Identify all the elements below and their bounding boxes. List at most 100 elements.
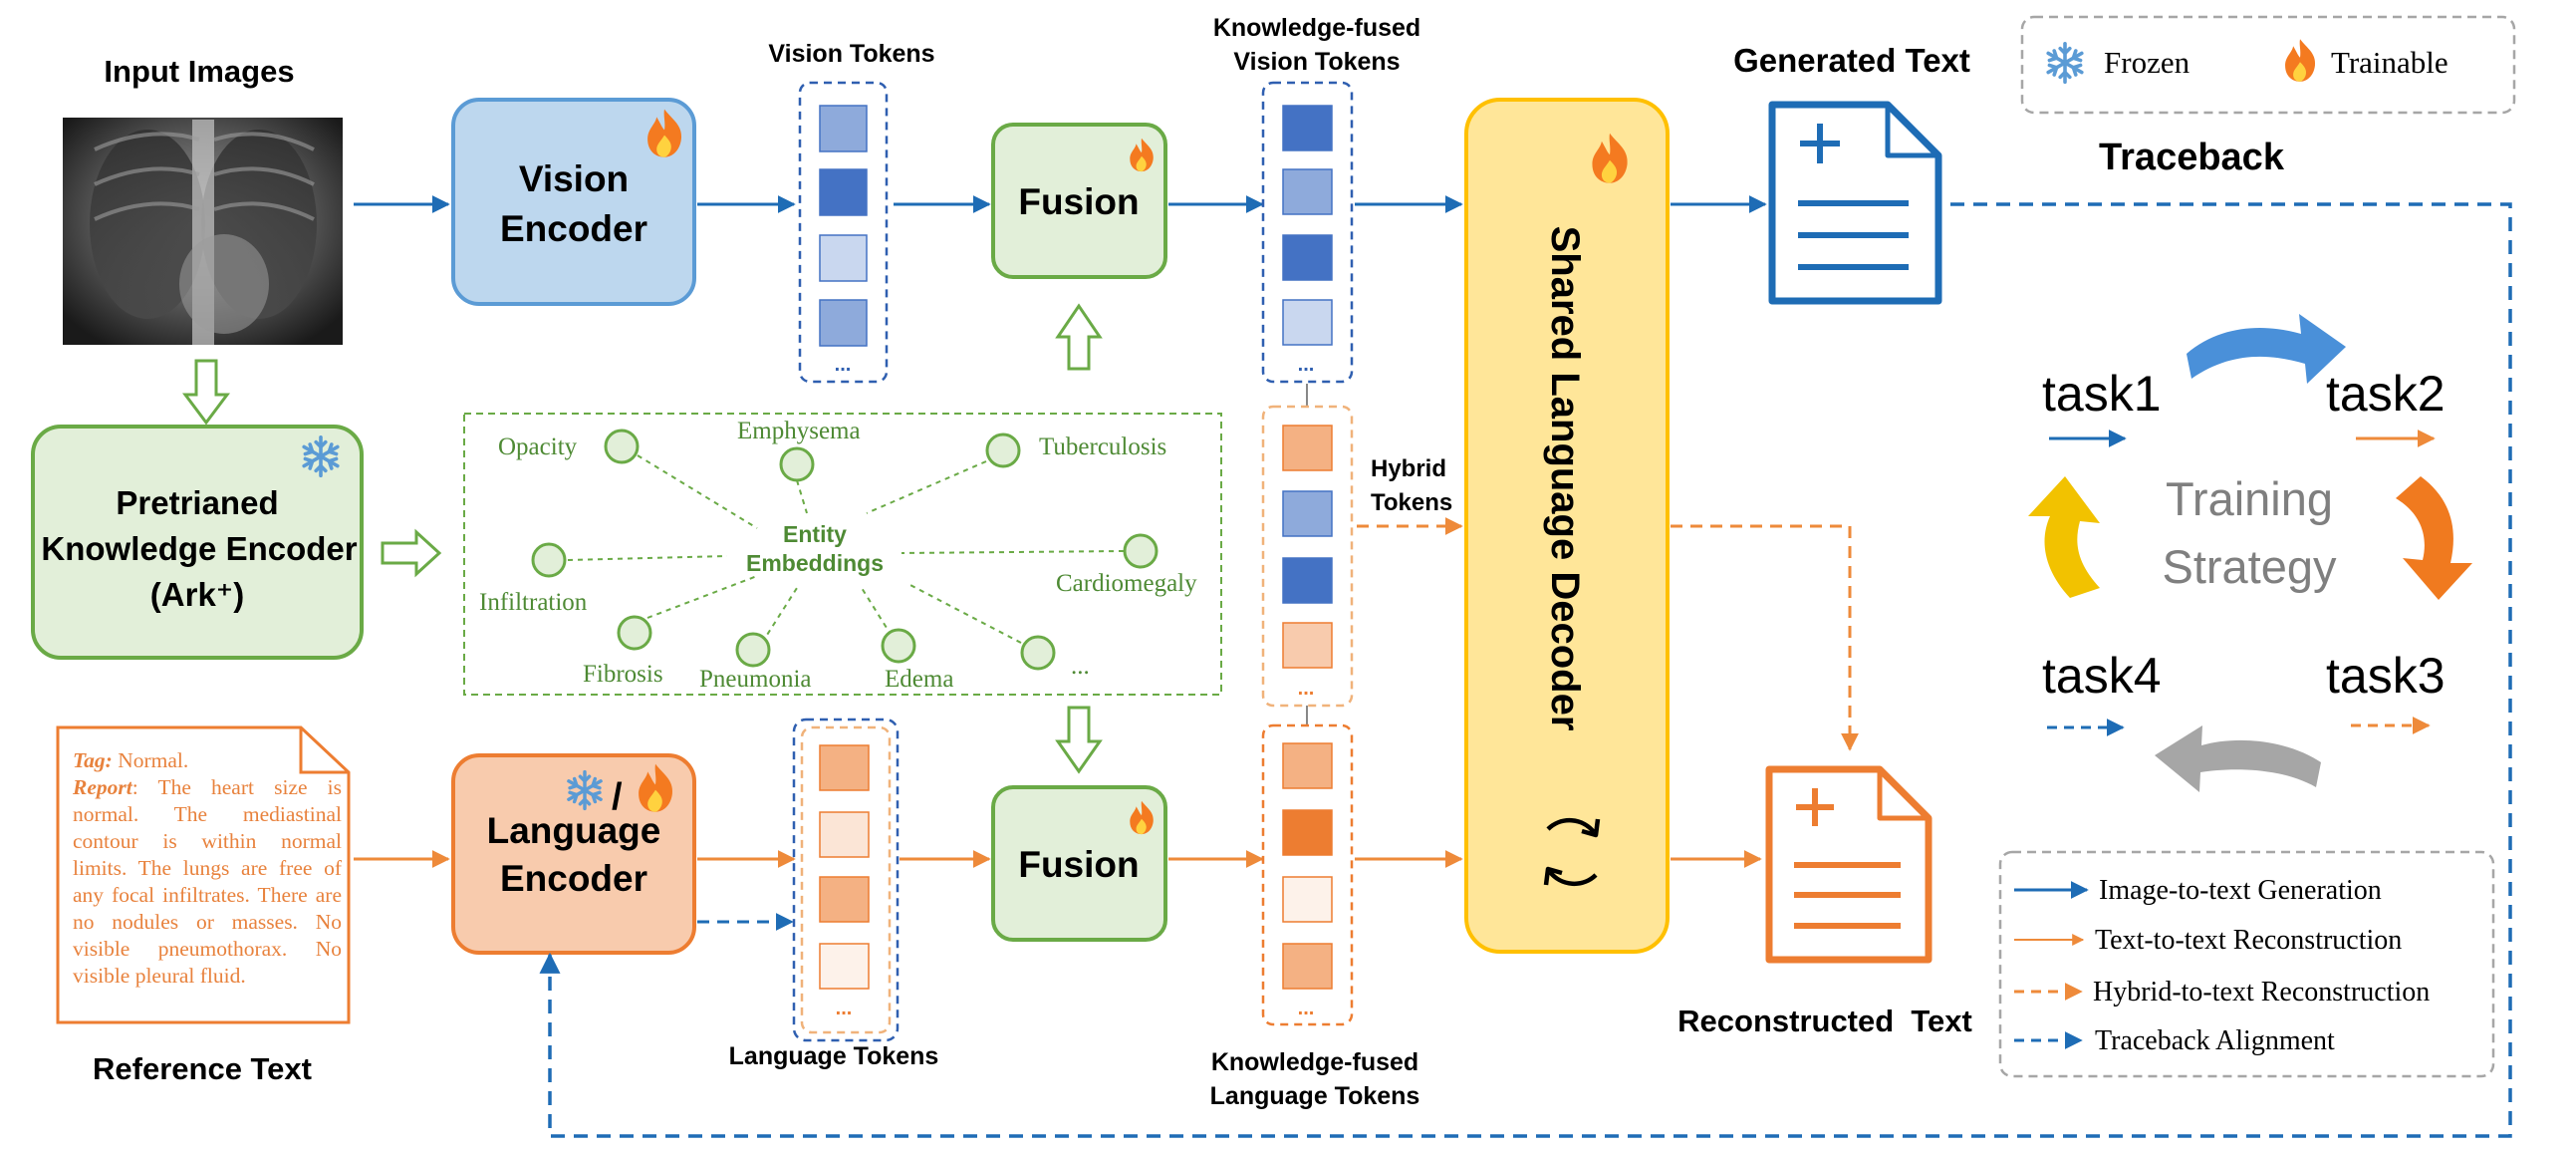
entity-more: ... [1071,653,1090,680]
token [1282,876,1333,923]
generated-document-icon [1768,101,1942,305]
task2-label: task2 [2326,366,2446,422]
knowledge-encoder-label-line1: Pretrianed [116,484,278,521]
token [819,105,868,152]
token [819,943,870,990]
token [1282,490,1333,537]
traceback-loop-path [539,202,2512,1138]
hybrid-tokens-column: ... [1261,405,1354,708]
kf-language-tokens-label-line1: Knowledge-fused [1211,1048,1418,1076]
cycle-arrow-icon [2187,314,2346,384]
entity-cardiomegaly: Cardiomegaly [1056,570,1197,597]
legend-hybrid-label: Hybrid-to-text Reconstruction [2093,977,2430,1008]
reference-text-label: Reference Text [93,1051,312,1086]
shared-decoder-box: Shared Language Decoder [1464,98,1670,954]
flow-legend: Image-to-text Generation Text-to-text Re… [1998,850,2495,1078]
language-encoder-label-line2: Encoder [500,858,647,899]
ellipsis: ... [1298,998,1315,1019]
language-tokens-label: Language Tokens [729,1042,939,1070]
kf-language-tokens-label-line2: Language Tokens [1210,1082,1420,1110]
tag-value: Normal. [112,748,189,772]
legend-image-to-text-label: Image-to-text Generation [2099,875,2382,906]
frozen-trainable-legend: Frozen Trainable [2020,15,2516,115]
vision-tokens-column: ... [798,81,889,384]
shared-decoder-label: Shared Language Decoder [1543,226,1587,731]
language-fusion-box: Fusion [991,785,1167,942]
report-value: : The heart size is normal. The mediasti… [73,775,342,988]
hybrid-tokens-label-line2: Tokens [1371,489,1452,516]
slash-separator: / [612,776,623,818]
token [1282,943,1333,990]
entity-infiltration: Infiltration [479,589,588,616]
token [819,168,868,216]
fusion-label: Fusion [1018,844,1139,885]
entity-pneumonia: Pneumonia [699,666,812,693]
token [819,744,870,791]
training-strategy: task1 task2 task4 task3 Training Strateg… [2028,314,2472,792]
reference-report-text: Tag: Normal. Report: The heart size is n… [73,747,342,990]
fusion-label: Fusion [1018,181,1139,222]
entity-opacity: Opacity [498,433,578,460]
ellipsis: ... [1298,354,1315,376]
report-label: Report [73,775,132,799]
generated-text-label: Generated Text [1733,42,1970,79]
cycle-arrow-icon [2028,476,2100,598]
token [1282,557,1333,604]
token [1282,425,1333,471]
task4-label: task4 [2042,648,2162,704]
hybrid-tokens-label-line1: Hybrid [1371,455,1446,482]
vision-tokens-label: Vision Tokens [768,40,934,68]
token [1282,622,1333,669]
language-encoder-box: Language Encoder / [451,753,696,955]
tag-label: Tag: [73,748,113,772]
token [819,876,870,923]
entity-embeddings-panel: Opacity Emphysema Tuberculosis Infiltrat… [463,413,1222,696]
task1-label: task1 [2042,366,2162,422]
entity-embeddings-label-line2: Embeddings [746,550,884,576]
token [819,234,868,282]
legend-text-to-text-label: Text-to-text Reconstruction [2095,925,2402,956]
training-strategy-title-line2: Strategy [2162,540,2337,593]
knowledge-encoder-label-line3: (Ark⁺) [150,576,244,613]
refresh-icon [1543,818,1601,886]
traceback-label: Traceback [2099,137,2285,178]
xray-image [63,118,343,345]
vision-encoder-box: Vision Encoder [451,98,696,306]
kf-vision-tokens-column: ... [1261,81,1354,384]
hollow-arrow-down [182,359,230,426]
token [819,811,870,858]
entity-fibrosis: Fibrosis [583,661,663,688]
ellipsis: ... [835,354,852,376]
hybrid-dashed-path [1671,524,1859,751]
ellipsis: ... [836,998,853,1019]
language-encoder-label-line1: Language [487,810,661,851]
ellipsis: ... [1298,678,1315,700]
cycle-arrow-icon [2155,725,2321,792]
frozen-label: Frozen [2104,45,2190,80]
reconstructed-text-label: Reconstructed Text [1677,1004,1972,1038]
vision-encoder-label-line1: Vision [519,158,629,199]
token [1282,234,1333,281]
cycle-arrow-icon [2396,476,2472,600]
token [1282,742,1333,789]
vision-encoder-label-line2: Encoder [500,208,647,249]
token [1282,168,1333,215]
token [1282,809,1333,856]
hollow-arrow-down [1055,706,1103,774]
knowledge-encoder-label-line2: Knowledge Encoder [41,530,357,567]
token [819,299,868,347]
hollow-arrow-right [381,528,442,578]
kf-vision-tokens-label-line2: Vision Tokens [1233,48,1400,76]
entity-embeddings-label-line1: Entity [783,521,847,547]
entity-emphysema: Emphysema [737,418,861,444]
task3-label: task3 [2326,648,2446,704]
token [1282,105,1333,151]
input-images-label: Input Images [104,54,294,89]
kf-language-tokens-column: ... [1261,723,1354,1026]
token [1282,299,1333,346]
vision-fusion-box: Fusion [991,123,1167,279]
reference-text-document [56,725,351,1024]
hollow-arrow-up [1055,303,1103,371]
training-strategy-title-line1: Training [2166,472,2333,525]
